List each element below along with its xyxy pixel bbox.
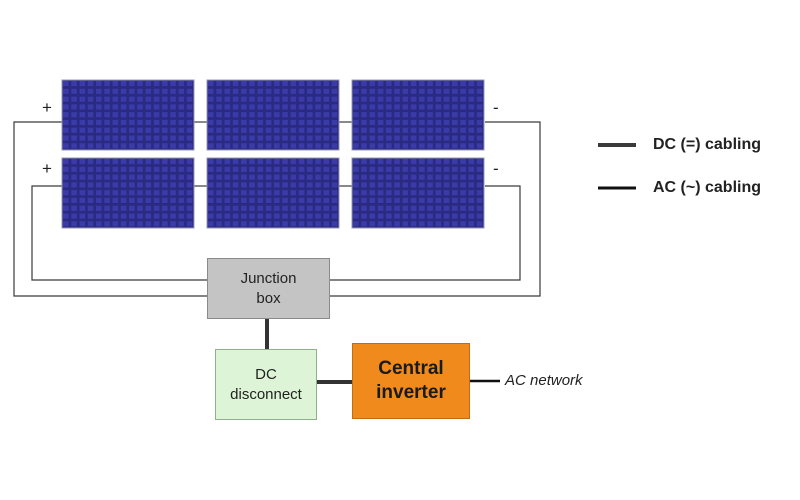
string1-negative-wire [330, 121, 541, 297]
string1-positive-wire [13, 121, 207, 297]
block-links [265, 319, 352, 384]
solar-panel-2-2 [206, 157, 340, 229]
solar-panel-2-3 [351, 157, 485, 229]
solar-panel-1-2 [206, 79, 340, 151]
legend-ac-label: AC (~) cabling [653, 179, 762, 196]
central-inverter-label-line2: inverter [376, 382, 446, 403]
solar-panel-1-3 [351, 79, 485, 151]
string2-negative-sign: - [493, 159, 499, 178]
dc-disconnect-label-line1: DC [255, 365, 277, 383]
solar-panel-2-1 [61, 157, 195, 229]
solar-panel-1-1 [61, 79, 195, 151]
string2-negative-wire [330, 185, 521, 281]
junction-box-label-line2: box [256, 289, 281, 307]
solar-panel-array [61, 79, 485, 229]
string1-negative-sign: - [493, 98, 499, 117]
string2-positive-wire [31, 185, 207, 281]
dc-disconnect-label-line2: disconnect [230, 385, 302, 403]
dc-disconnect: DC disconnect [215, 349, 317, 420]
central-inverter: Central inverter [352, 343, 470, 419]
junction-box: Junction box [207, 258, 330, 319]
central-inverter-label-line1: Central [378, 358, 444, 379]
string1-positive-sign: + [42, 98, 52, 117]
legend-dc-label: DC (=) cabling [653, 136, 762, 153]
ac-network-label: AC network [505, 372, 583, 389]
junction-box-label-line1: Junction [240, 269, 297, 287]
string2-positive-sign: + [42, 159, 52, 178]
dc-wiring [13, 121, 541, 297]
